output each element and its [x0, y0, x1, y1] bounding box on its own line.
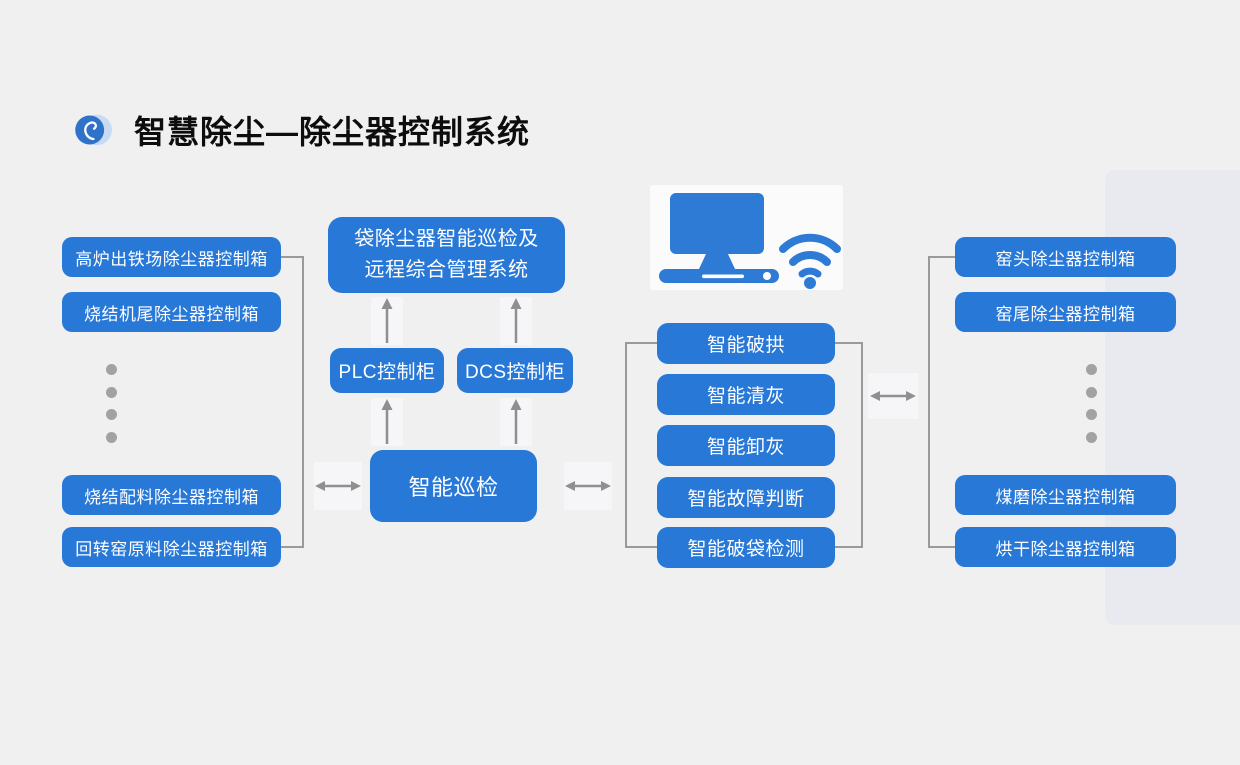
double-arrow-icon [870, 391, 916, 401]
function-box: 智能故障判断 [657, 477, 835, 518]
management-system-box: 袋除尘器智能巡检及 远程综合管理系统 [328, 217, 565, 293]
monitor-panel [650, 185, 843, 290]
ellipsis-dot [106, 432, 117, 443]
right-controller-box: 烘干除尘器控制箱 [955, 527, 1176, 567]
dcs-cabinet-box: DCS控制柜 [457, 348, 573, 393]
connector-line [928, 546, 955, 548]
ellipsis-dot [106, 387, 117, 398]
connector-line [302, 256, 304, 548]
up-arrow-icon [510, 298, 522, 343]
page-title: 智慧除尘—除尘器控制系统 [134, 114, 531, 150]
right-controller-box: 窑头除尘器控制箱 [955, 237, 1176, 277]
wifi-icon [779, 233, 841, 289]
connector-line [625, 342, 657, 344]
connector-line [928, 256, 955, 258]
function-box: 智能破拱 [657, 323, 835, 364]
double-arrow-icon [565, 481, 611, 491]
plc-cabinet-box: PLC控制柜 [330, 348, 444, 393]
header: 智慧除尘—除尘器控制系统 [74, 107, 530, 153]
connector-line [625, 546, 657, 548]
connector-line [281, 256, 304, 258]
ellipsis-dot [1086, 387, 1097, 398]
ellipsis-dot [1086, 409, 1097, 420]
up-arrow-icon [510, 399, 522, 444]
function-box: 智能破袋检测 [657, 527, 835, 568]
left-controller-box: 高炉出铁场除尘器控制箱 [62, 237, 281, 277]
left-controller-box: 烧结机尾除尘器控制箱 [62, 292, 281, 332]
double-arrow-icon [315, 481, 361, 491]
connector-line [861, 342, 863, 548]
ellipsis-dot [1086, 432, 1097, 443]
function-box: 智能清灰 [657, 374, 835, 415]
right-controller-box: 煤磨除尘器控制箱 [955, 475, 1176, 515]
connector-line [835, 546, 863, 548]
up-arrow-icon [381, 298, 393, 343]
left-controller-box: 烧结配料除尘器控制箱 [62, 475, 281, 515]
connector-line [928, 256, 930, 548]
function-box: 智能卸灰 [657, 425, 835, 466]
left-controller-box: 回转窑原料除尘器控制箱 [62, 527, 281, 567]
computer-icon [659, 193, 779, 283]
smart-inspection-box: 智能巡检 [370, 450, 537, 522]
up-arrow-icon [381, 399, 393, 444]
ellipsis-dot [106, 409, 117, 420]
right-controller-box: 窑尾除尘器控制箱 [955, 292, 1176, 332]
connector-line [835, 342, 863, 344]
computer-wifi-graphic [659, 193, 841, 289]
ellipsis-dot [1086, 364, 1097, 375]
connector-line [281, 546, 304, 548]
ellipsis-dot [106, 364, 117, 375]
swirl-logo-icon [75, 114, 112, 146]
connector-line [625, 342, 627, 548]
